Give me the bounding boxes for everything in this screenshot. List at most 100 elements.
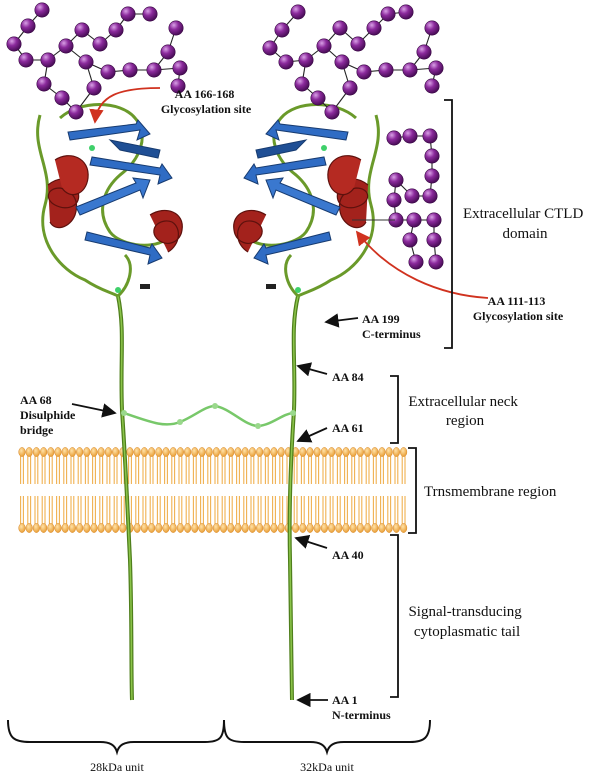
phospholipid (205, 447, 213, 484)
ctld-domain-left (36, 103, 183, 298)
phospholipid (76, 447, 84, 484)
aa84-label: AA 84 (332, 370, 364, 384)
phospholipid (54, 496, 62, 533)
phospholipid (277, 447, 285, 484)
phospholipid (126, 447, 134, 484)
phospholipid (112, 496, 120, 533)
phospholipid (76, 496, 84, 533)
phospholipid (313, 496, 321, 533)
phospholipid (162, 496, 170, 533)
glyco-top-pointer (89, 87, 161, 124)
tail-region-label: Signal-transducing cytoplasmatic tail (408, 604, 525, 640)
glycan-sugar (262, 40, 278, 56)
phospholipid (140, 447, 148, 484)
glycan-sugar (424, 20, 440, 36)
glycan-sugar (74, 22, 90, 38)
phospholipid (241, 496, 249, 533)
phospholipid (299, 496, 307, 533)
phospholipid (328, 496, 336, 533)
aa61-arrow (296, 427, 328, 443)
glycan-chain-left-top (6, 2, 188, 120)
glycan-sugar (142, 6, 158, 22)
phospholipid (97, 447, 105, 484)
phospholipid (155, 447, 163, 484)
unit-right-label: 32kDa unit (300, 760, 354, 774)
aa40-label: AA 40 (332, 548, 364, 562)
glycan-sugar (334, 54, 350, 70)
glycan-sugar (108, 22, 124, 38)
phospholipid (320, 447, 328, 484)
phospholipid (385, 496, 393, 533)
phospholipid (191, 447, 199, 484)
phospholipid (169, 496, 177, 533)
ctld-domain-right (233, 103, 380, 298)
glycan-sugar (378, 62, 394, 78)
glycan-sugar (428, 254, 444, 270)
aa199-arrow (324, 313, 359, 328)
phospholipid (148, 496, 156, 533)
phospholipid (270, 447, 278, 484)
disulphide-bridge (121, 403, 296, 429)
aa68-label: AA 68 Disulphide bridge (20, 393, 78, 437)
glycan-sugar (408, 254, 424, 270)
glycan-sugar (172, 60, 188, 76)
glycan-sugar (424, 168, 440, 184)
phospholipid (313, 447, 321, 484)
aa40-arrow (294, 535, 328, 549)
phospholipid (148, 447, 156, 484)
glycan-sugar (160, 44, 176, 60)
ctld-bracket (444, 99, 453, 349)
phospholipid (61, 496, 69, 533)
glycan-sugar (332, 20, 348, 36)
phospholipid (227, 496, 235, 533)
phospholipid (68, 496, 76, 533)
glycan-sugar (350, 36, 366, 52)
phospholipid (32, 447, 40, 484)
glycan-sugar (294, 76, 310, 92)
phospholipid (104, 496, 112, 533)
aa61-label: AA 61 (332, 421, 364, 435)
glycan-sugar (146, 62, 162, 78)
phospholipid (198, 447, 206, 484)
phospholipid (234, 447, 242, 484)
phospholipid (68, 447, 76, 484)
phospholipid (133, 447, 141, 484)
phospholipid (256, 496, 264, 533)
glycan-sugar (310, 90, 326, 106)
unit-right-brace (223, 719, 431, 756)
glycan-sugar (6, 36, 22, 52)
glycan-sugar (398, 4, 414, 20)
phospholipid (112, 447, 120, 484)
glycan-sugar (386, 192, 402, 208)
glycan-chain-right-top (262, 4, 444, 120)
phospholipid (18, 496, 26, 533)
glycan-sugar (342, 80, 358, 96)
phospholipid (335, 447, 343, 484)
phospholipid (248, 496, 256, 533)
phospholipid (364, 447, 372, 484)
peptide-chain-right (287, 295, 300, 701)
glycan-sugar (168, 20, 184, 36)
phospholipid (263, 447, 271, 484)
glycan-sugar (20, 18, 36, 34)
phospholipid (256, 447, 264, 484)
phospholipid (212, 496, 220, 533)
phospholipid (371, 447, 379, 484)
phospholipid (25, 447, 33, 484)
phospholipid (104, 447, 112, 484)
transmembrane-bracket (408, 447, 417, 534)
ctld-region-label: Extracellular CTLD domain (463, 206, 587, 242)
neck-bracket (390, 375, 399, 444)
phospholipid (356, 447, 364, 484)
phospholipid (47, 447, 55, 484)
phospholipid (162, 447, 170, 484)
glycan-sugar (356, 64, 372, 80)
phospholipid (227, 447, 235, 484)
phospholipid (119, 496, 127, 533)
phospholipid (306, 447, 314, 484)
glycan-sugar (40, 52, 56, 68)
glycan-sugar (274, 22, 290, 38)
glycan-sugar (324, 104, 340, 120)
glycan-sugar (388, 172, 404, 188)
glycan-chain-right-side (386, 128, 444, 270)
